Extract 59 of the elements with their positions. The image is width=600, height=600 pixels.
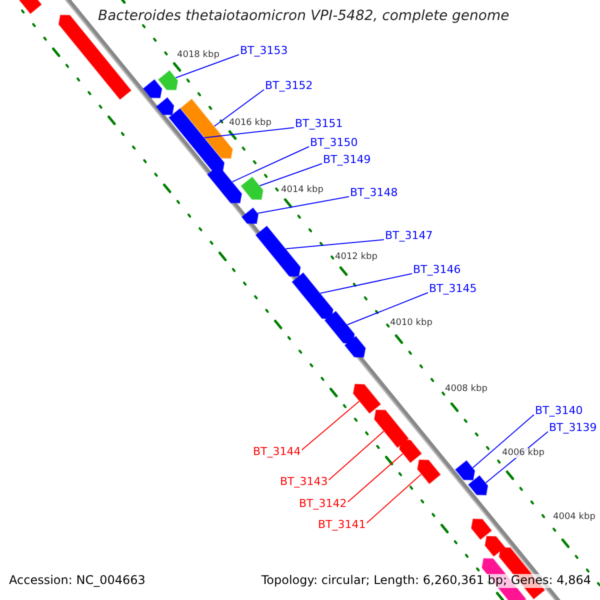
leader-line [346, 292, 428, 326]
gene-label: BT_3140 [535, 405, 583, 418]
diagram-title: Bacteroides thetaiotaomicron VPI-5482, complete genome [96, 8, 512, 24]
leader-line [204, 127, 294, 138]
gene-label: BT_3148 [350, 187, 398, 200]
gene-marker [344, 336, 366, 358]
gene-marker [19, 0, 42, 14]
gene-label: BT_3145 [429, 283, 477, 296]
gene-marker [468, 475, 488, 496]
scale-label: 4014 kbp [281, 185, 324, 196]
leader-line [175, 54, 240, 78]
gene-marker [454, 460, 476, 480]
gene-marker [156, 97, 174, 116]
gene-label: BT_3139 [549, 422, 597, 435]
gene-label: BT_3142 [299, 498, 347, 511]
scale-label: 4012 kbp [335, 252, 378, 262]
gene-label: BT_3143 [280, 476, 328, 489]
leader-line [214, 89, 264, 127]
gene-marker [241, 207, 259, 224]
gene-marker [240, 176, 264, 200]
genome-summary: Topology: circular; Length: 6,260,361 bp; Genes: 4,864 [261, 574, 591, 588]
gene-marker [352, 384, 382, 414]
leader-line [259, 163, 322, 186]
gene-marker [324, 310, 355, 344]
leader-line [472, 414, 534, 468]
scale-label: 4010 kbp [390, 318, 432, 328]
gene-marker [399, 440, 422, 464]
gene-label: BT_3150 [310, 137, 358, 150]
scale-label: 4004 kbp [553, 512, 596, 522]
gene-label: BT_3151 [295, 118, 343, 131]
gene-marker [374, 410, 409, 448]
scale-label: 4018 kbp [177, 50, 220, 60]
scale-label: 4008 kbp [445, 384, 488, 394]
leader-line [232, 146, 310, 182]
leader-line [285, 239, 384, 250]
gene-marker [470, 518, 492, 540]
leader-line [301, 400, 360, 450]
leader-line [366, 474, 422, 524]
leader-line [347, 453, 404, 502]
gene-marker [417, 460, 441, 484]
gene-label: BT_3147 [385, 230, 433, 243]
leader-line [328, 430, 384, 480]
gene-marker [142, 79, 162, 98]
leader-line [320, 273, 412, 294]
gene-marker [292, 272, 334, 320]
gene-label: BT_3144 [253, 446, 301, 459]
gene-marker [484, 536, 506, 557]
gene-label: BT_3152 [265, 80, 313, 93]
gene-label: BT_3153 [240, 45, 288, 58]
gene-label: BT_3146 [413, 264, 461, 277]
scale-label: 4006 kbp [502, 448, 544, 458]
gene-marker [158, 70, 178, 90]
gene-label: BT_3141 [318, 519, 366, 532]
accession-text: Accession: NC_004663 [9, 574, 146, 588]
gene-label: BT_3149 [323, 154, 371, 167]
leader-line [257, 196, 350, 214]
gene-marker [168, 108, 225, 172]
gene-marker [255, 226, 301, 277]
scale-label: 4016 kbp [229, 118, 272, 128]
